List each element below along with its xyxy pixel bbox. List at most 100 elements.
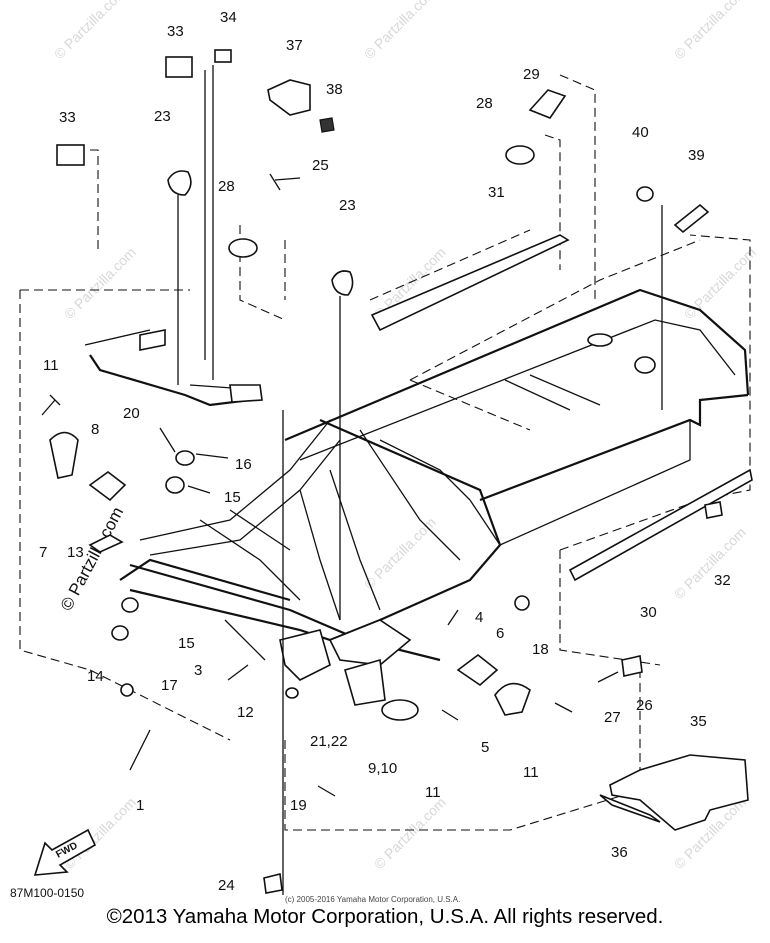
callout-11-left: 11: [43, 357, 59, 374]
callout-36: 36: [611, 844, 628, 861]
watermark: © Partzilla.com: [361, 0, 439, 62]
callout-34: 34: [220, 9, 237, 26]
bolt-38: [319, 117, 335, 133]
callout-20: 19: [290, 797, 307, 814]
leader-1: [129, 729, 151, 771]
callout-31: 31: [488, 184, 505, 201]
callout-4: 4: [475, 609, 483, 626]
bumper-19-bracket: [229, 384, 263, 403]
strip-36: [599, 794, 661, 823]
bolt-4: [447, 609, 459, 626]
floor-plate-35: [609, 754, 749, 831]
leader-33-34: [204, 65, 214, 380]
watermark: © Partzilla.com: [51, 0, 129, 62]
callout-38: 38: [326, 81, 343, 98]
callout-16: 16: [235, 456, 252, 473]
callout-13: 13: [67, 544, 84, 561]
rivet-11-right: [554, 702, 573, 713]
callout-15-upper: 15: [224, 489, 241, 506]
small-parts: [41, 49, 710, 894]
watermark: © Partzilla.com: [61, 244, 139, 322]
cover-5: [494, 682, 531, 716]
bushing-15-lower: [121, 597, 139, 613]
frame-braces: [199, 509, 301, 601]
rivet-27: [597, 671, 619, 683]
callout-7: 7: [39, 544, 47, 561]
front-bracket: [328, 619, 412, 666]
bumper-19-bracket: [139, 329, 166, 351]
callout-5: 5: [481, 739, 489, 756]
copyright-notice: ©2013 Yamaha Motor Corporation, U.S.A. A…: [106, 905, 664, 928]
clip-34: [214, 49, 232, 63]
callout-15-lower: 15: [178, 635, 195, 652]
outline-right-group: [559, 234, 751, 666]
leader-misc: [159, 427, 229, 494]
part-code: 87M100-0150: [10, 886, 84, 900]
callout-40: 40: [632, 124, 649, 141]
bracket-21-22: [344, 658, 386, 706]
cover-7: [49, 431, 79, 479]
frame-struts-rear: [359, 429, 471, 561]
rivet-11-left: [41, 394, 61, 416]
part-9-10: [381, 699, 419, 721]
fwd-arrow-icon: [33, 828, 97, 876]
callout-18: 18: [532, 641, 549, 658]
nut-40: [636, 186, 654, 202]
callout-28-right: 28: [476, 95, 493, 112]
bracket-29: [528, 89, 567, 119]
callout-33-lower: 33: [59, 109, 76, 126]
fwd-arrow: FWD: [33, 828, 97, 876]
leader-lines: [129, 65, 663, 895]
callout-21-22: 21,22: [310, 733, 348, 750]
nut-14: [120, 683, 134, 697]
callout-19: 20: [123, 405, 140, 422]
bushing-17: [111, 625, 129, 641]
callout-28-left: 28: [218, 178, 235, 195]
callout-24: 24: [218, 877, 235, 894]
callout-9-10: 9,10: [368, 760, 397, 777]
outline-upper-group: [369, 229, 701, 431]
gasket-6: [456, 653, 499, 687]
bracket-37: [267, 79, 311, 116]
bolt-3: [227, 664, 249, 681]
callout-8: 8: [91, 421, 99, 438]
bolt-25: [269, 173, 301, 191]
ring-18: [514, 595, 530, 611]
steering-bracket: [279, 629, 331, 681]
callout-17: 17: [161, 677, 178, 694]
grommet-28-left: [228, 238, 258, 258]
lower-cross-member: [129, 563, 441, 662]
callout-23-left: 23: [154, 108, 171, 125]
rail-31: [370, 234, 570, 332]
fine-print: (c) 2005-2016 Yamaha Motor Corporation, …: [285, 895, 460, 904]
watermark: © Partzilla.com: [371, 794, 449, 872]
chassis-frame: [84, 234, 753, 831]
callout-32: 32: [714, 572, 731, 589]
callout-37: 37: [286, 37, 303, 54]
outline-29-group: [544, 74, 596, 300]
callout-29: 29: [523, 66, 540, 83]
bumper-19-ends: [84, 329, 261, 391]
callout-3: 3: [194, 662, 202, 679]
grommet-28-right: [505, 145, 535, 165]
tunnel-end: [469, 499, 501, 546]
callout-11-center: 11: [425, 784, 441, 801]
watermark-group: © Partzilla.com © Partzilla.com © Partzi…: [51, 0, 759, 872]
outline-33-group: [90, 149, 99, 250]
callout-11-right: 11: [523, 764, 539, 781]
outline-28-group: [239, 225, 286, 321]
rivet-11-center: [441, 709, 459, 721]
rail-30: [568, 468, 753, 582]
leader-21: [224, 619, 266, 661]
bolt-20: [317, 785, 336, 797]
watermark: © Partzilla.com: [61, 794, 139, 872]
clamp-23-center: [331, 270, 354, 296]
block-33-lower: [56, 144, 85, 166]
callout-labels: 33 34 37 38 33 23 25 28 23 29 28 31 40 3…: [39, 9, 731, 894]
block-33-upper: [165, 56, 193, 78]
callout-39: 39: [688, 147, 705, 164]
callout-33-upper: 33: [167, 23, 184, 40]
tunnel-top-edge: [284, 288, 750, 442]
clip-24: [263, 873, 283, 894]
